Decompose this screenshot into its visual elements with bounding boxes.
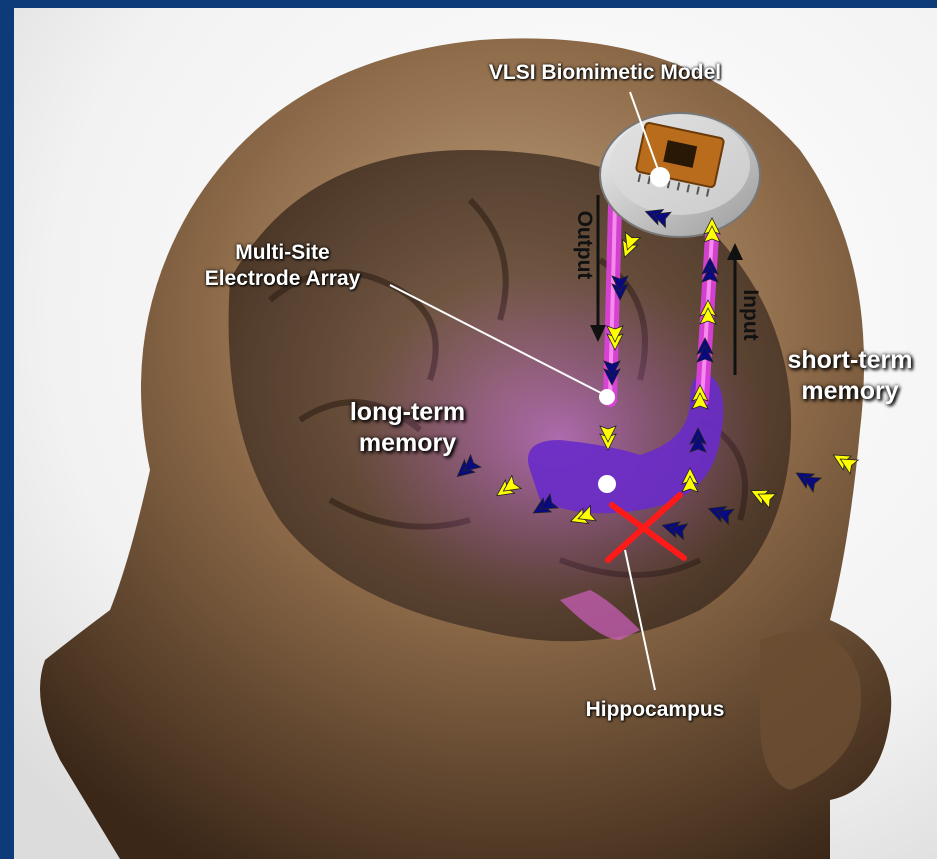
electrode-pointer-dot — [599, 389, 615, 405]
vlsi-chip-disc — [600, 113, 760, 237]
label-output: Output — [567, 195, 597, 295]
label-long-term-memory: long-term memory — [325, 397, 490, 458]
label-vlsi-model: VLSI Biomimetic Model — [440, 60, 770, 86]
label-electrode-array: Multi-Site Electrode Array — [175, 240, 390, 291]
label-input: Input — [733, 275, 763, 355]
vlsi-pointer-dot — [650, 167, 670, 187]
hippocampus-site-dot — [598, 475, 616, 493]
label-short-term-memory: short-term memory — [765, 345, 935, 406]
label-hippocampus: Hippocampus — [545, 697, 765, 723]
